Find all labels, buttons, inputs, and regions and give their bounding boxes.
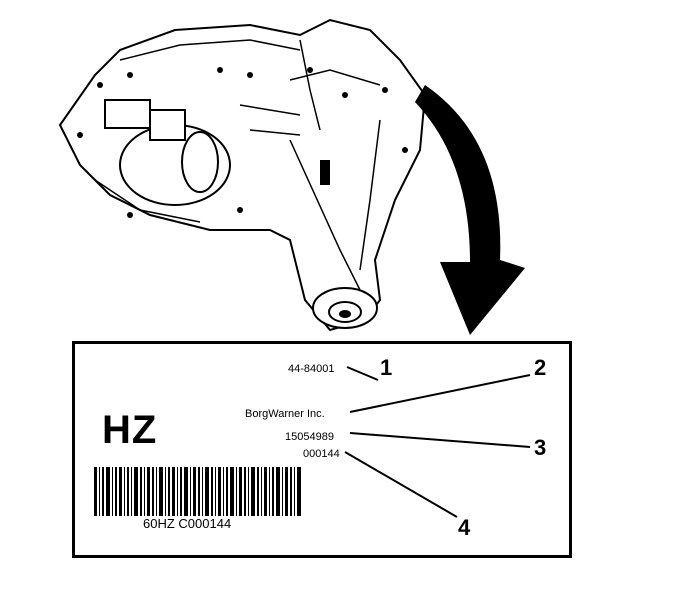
label-line-1: 44-84001 [288, 363, 335, 375]
hz-code: HZ [102, 408, 158, 452]
leader-3 [349, 432, 531, 448]
callout-1: 1 [380, 355, 393, 380]
leader-2 [349, 374, 531, 413]
callout-3: 3 [534, 435, 547, 460]
barcode-text: 60HZ C000144 [143, 516, 232, 531]
barcode [94, 467, 301, 516]
arrow-icon [415, 85, 525, 335]
connector [104, 99, 151, 129]
id-label: HZ 44-84001 BorgWarner Inc. 15054989 000… [72, 341, 572, 558]
label-line-2: BorgWarner Inc. [245, 408, 325, 420]
leader-4 [344, 451, 458, 518]
callout-4: 4 [458, 515, 471, 540]
leader-1 [346, 366, 379, 381]
transfer-case-illustration [58, 18, 525, 335]
housing-outline [58, 18, 427, 332]
label-line-3: 15054989 [285, 431, 334, 443]
label-line-4: 000144 [303, 448, 340, 460]
callout-2: 2 [534, 355, 547, 380]
